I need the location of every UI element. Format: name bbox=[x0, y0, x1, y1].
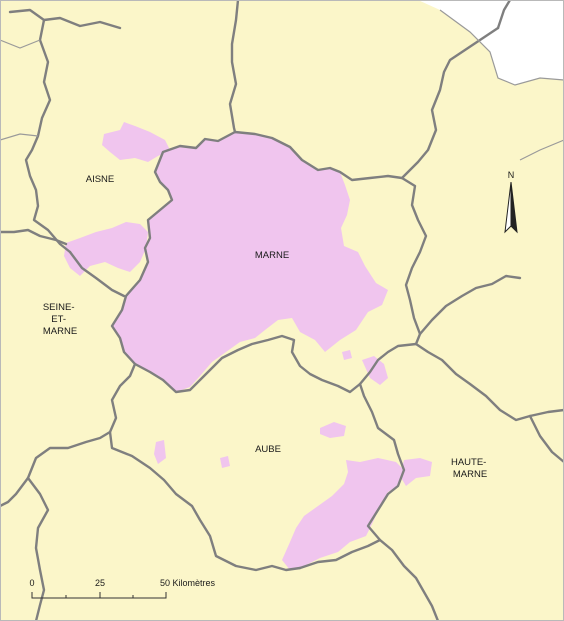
border-aisne-east bbox=[228, 0, 240, 134]
label-marne: MARNE bbox=[255, 250, 289, 261]
zone-marne-main bbox=[112, 132, 388, 392]
zone-aube-se bbox=[282, 458, 404, 570]
zone-aisne-lobe bbox=[102, 122, 170, 162]
border-marne-meuse bbox=[400, 26, 500, 180]
zone-small-4 bbox=[220, 456, 230, 468]
border-south-east bbox=[528, 414, 564, 464]
north-label: N bbox=[508, 170, 515, 180]
border-seine-et-marne bbox=[0, 228, 68, 246]
border-aube-s2 bbox=[298, 538, 382, 570]
zone-west-lobe bbox=[64, 222, 148, 276]
border-aube bbox=[358, 382, 440, 621]
scale-tick-25: 25 bbox=[95, 578, 105, 588]
scale-bar: 0 25 50 Kilomètres bbox=[29, 578, 216, 599]
border-north-east bbox=[496, 0, 512, 30]
zone-haute-marne-bit bbox=[400, 458, 432, 486]
zone-small-1 bbox=[342, 350, 352, 360]
border-haute-marne bbox=[414, 342, 564, 422]
border-sem-aube bbox=[0, 362, 137, 508]
border-aube-sw bbox=[26, 476, 50, 621]
scale-tick-50: 50 Kilomètres bbox=[160, 578, 216, 588]
zone-small-3 bbox=[154, 440, 166, 464]
label-aube: AUBE bbox=[255, 444, 281, 455]
scale-line bbox=[31, 592, 167, 599]
zone-east-bit bbox=[362, 356, 388, 385]
border-haute-marne-east bbox=[418, 274, 522, 336]
border-aube-south bbox=[108, 430, 302, 572]
border-top-left bbox=[42, 16, 122, 30]
border-marne bbox=[110, 130, 428, 394]
zone-small-2 bbox=[320, 422, 346, 438]
label-haute-marne: HAUTE- MARNE bbox=[451, 457, 489, 480]
commune-lines bbox=[0, 9, 564, 161]
label-aisne: AISNE bbox=[86, 174, 115, 185]
north-arrow-icon: N bbox=[504, 170, 518, 234]
border-aisne-south bbox=[68, 250, 126, 298]
scale-tick-0: 0 bbox=[29, 578, 34, 588]
label-seine-et-marne: SEINE- ET- MARNE bbox=[43, 302, 77, 337]
border-aisne bbox=[8, 8, 72, 254]
